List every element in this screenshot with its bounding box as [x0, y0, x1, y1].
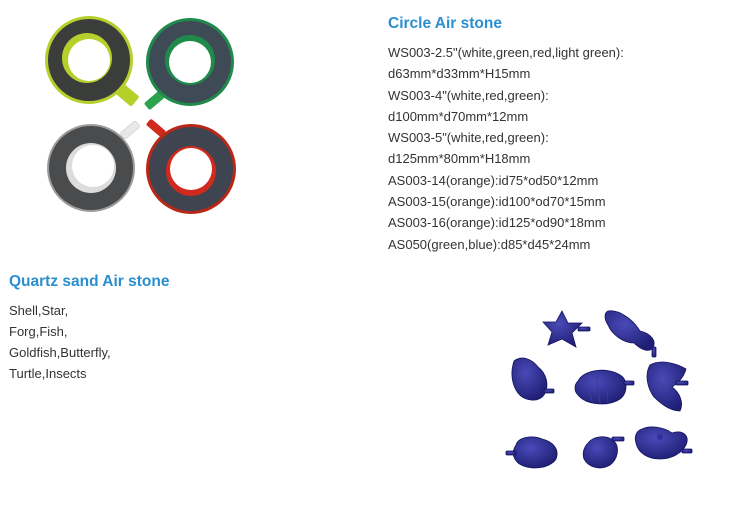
- turtle-stone: [634, 426, 693, 460]
- circle-air-stone-heading: Circle Air stone: [388, 15, 502, 32]
- circle-air-stone-photo: [45, 16, 236, 214]
- ring-tube-connector: [120, 121, 140, 139]
- ring-tube-connector: [116, 84, 139, 106]
- insect-stone: [582, 436, 625, 469]
- shape-line: Turtle,Insects: [9, 366, 87, 381]
- spec-line: AS003-14(orange):id75*od50*12mm: [388, 172, 599, 188]
- goldfish-stone: [505, 436, 558, 469]
- spec-line: WS003-5"(white,red,green):: [388, 130, 549, 146]
- circle-air-stone-spec-list: WS003-2.5"(white,green,red,light green):…: [388, 42, 624, 255]
- ring-hole: [169, 41, 211, 83]
- ring-tube-connector: [146, 119, 166, 137]
- butterfly-stone: [646, 361, 689, 412]
- shape-line: Shell,Star,: [9, 303, 69, 318]
- quartz-shape-list: Shell,Star, Forg,Fish, Goldfish,Butterfl…: [9, 300, 111, 384]
- frog-stone: [511, 357, 555, 401]
- ring-hole: [170, 148, 212, 190]
- spec-line: d100mm*d70mm*12mm: [388, 108, 529, 124]
- quartz-sand-air-stone-heading: Quartz sand Air stone: [9, 273, 170, 290]
- spec-line: WS003-2.5"(white,green,red,light green):: [388, 45, 624, 60]
- spec-line: AS003-15(orange):id100*od70*15mm: [388, 194, 606, 210]
- ring-green: [144, 18, 234, 110]
- ring-hole: [72, 145, 114, 187]
- spec-line: d63mm*d33mm*H15mm: [388, 66, 531, 82]
- ring-tube-connector: [144, 91, 165, 110]
- ring-hole: [68, 39, 110, 81]
- ring-white: [47, 121, 140, 212]
- quartz-sand-air-stone-photo: [505, 310, 693, 469]
- ring-light-green: [45, 16, 139, 106]
- spec-line: d125mm*80mm*H18mm: [388, 151, 531, 167]
- shape-line: Goldfish,Butterfly,: [9, 345, 111, 360]
- shell-stone: [574, 369, 635, 405]
- spec-line: WS003-4"(white,red,green):: [388, 87, 549, 103]
- star-stone: [542, 310, 591, 348]
- spec-line: AS050(green,blue):d85*d45*24mm: [388, 236, 591, 252]
- ring-red: [146, 119, 236, 214]
- shape-line: Forg,Fish,: [9, 324, 68, 339]
- spec-line: AS003-16(orange):id125*od90*18mm: [388, 215, 606, 231]
- fish-stone: [604, 310, 657, 358]
